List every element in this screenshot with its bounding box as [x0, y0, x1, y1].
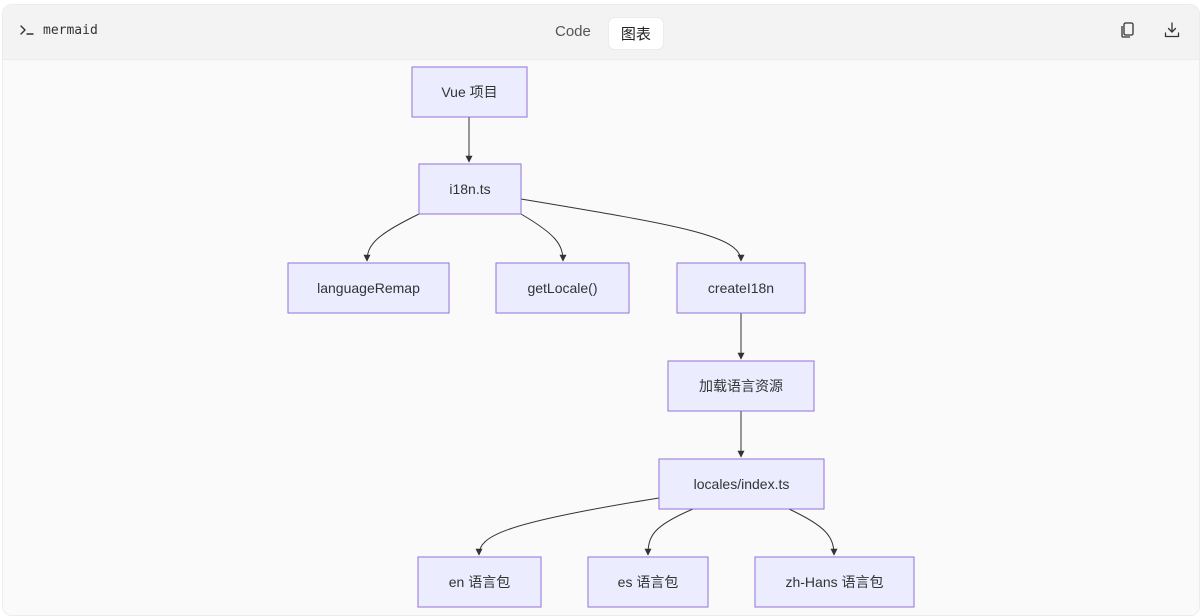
node-i18n: i18n.ts: [418, 163, 522, 215]
download-icon[interactable]: [1163, 21, 1181, 39]
node-box: [587, 556, 709, 608]
node-vue: Vue 项目: [411, 66, 528, 118]
node-box: [754, 556, 915, 608]
node-label: i18n.ts: [449, 181, 490, 197]
code-block-header: mermaid Code 图表: [3, 5, 1199, 60]
view-tabs: Code 图表: [543, 18, 663, 49]
node-label: es 语言包: [618, 574, 679, 590]
edge-locales-en: [475, 497, 660, 556]
edge-locales-es: [644, 508, 694, 556]
node-label: Vue 项目: [441, 84, 497, 100]
node-zh: zh-Hans 语言包: [754, 556, 915, 608]
node-box: [495, 262, 630, 314]
node-box: [287, 262, 450, 314]
node-label: 加载语言资源: [699, 378, 783, 394]
language-label: mermaid: [43, 22, 98, 38]
node-label: languageRemap: [317, 280, 420, 296]
code-block-frame: mermaid Code 图表 Vue: [2, 4, 1200, 616]
nodes-layer: Vue 项目 i18n.ts languageRemap getLocale() cre…: [287, 66, 915, 608]
edge-i18n-getlocale: [520, 213, 567, 262]
node-box: [418, 163, 522, 215]
terminal-icon: [20, 25, 34, 35]
node-locales: locales/index.ts: [658, 458, 825, 510]
node-box: [658, 458, 825, 510]
header-actions: [1119, 21, 1181, 39]
node-box: [676, 262, 806, 314]
node-label: getLocale(): [527, 280, 597, 296]
node-label: en 语言包: [449, 574, 510, 590]
tab-diagram[interactable]: 图表: [608, 18, 663, 49]
mermaid-diagram: Vue 项目 i18n.ts languageRemap getLocale() cre…: [287, 66, 915, 608]
copy-icon[interactable]: [1119, 21, 1137, 39]
node-box: [667, 360, 815, 412]
node-label: locales/index.ts: [694, 476, 790, 492]
tab-code[interactable]: Code: [555, 23, 591, 40]
node-box: [411, 66, 528, 118]
edge-locales-zh: [788, 508, 838, 556]
edges-layer: [363, 117, 838, 556]
node-remap: languageRemap: [287, 262, 450, 314]
node-getlocale: getLocale(): [495, 262, 630, 314]
language-label-group: mermaid: [19, 22, 98, 38]
node-label: zh-Hans 语言包: [785, 574, 883, 590]
node-es: es 语言包: [587, 556, 709, 608]
node-load: 加载语言资源: [667, 360, 815, 412]
node-en: en 语言包: [417, 556, 542, 608]
edge-i18n-create: [520, 198, 745, 262]
edge-i18n-remap: [363, 213, 420, 262]
diagram-canvas: Vue 项目 i18n.ts languageRemap getLocale() cre…: [3, 60, 1199, 615]
node-box: [417, 556, 542, 608]
node-create: createI18n: [676, 262, 806, 314]
node-label: createI18n: [708, 280, 774, 296]
